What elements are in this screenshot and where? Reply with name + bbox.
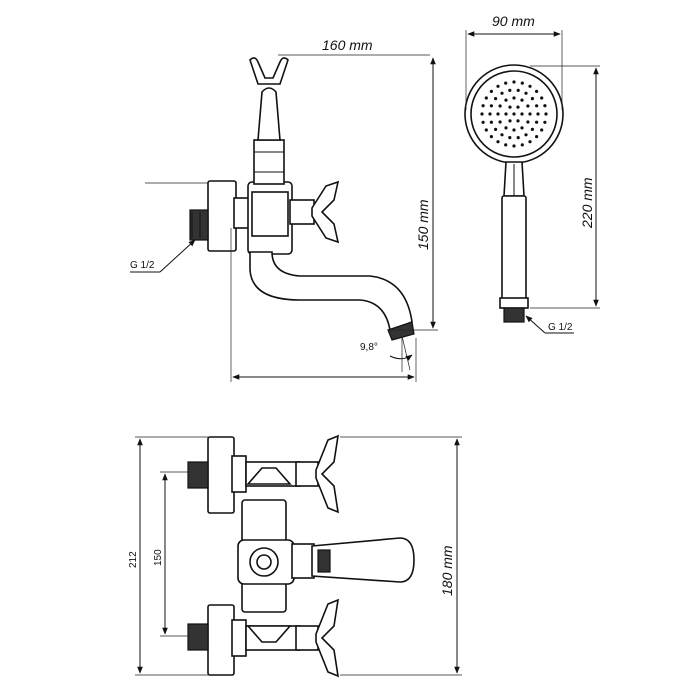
hand-shower (464, 64, 564, 323)
nozzle-dot (504, 143, 508, 147)
nozzle-dot (528, 84, 532, 88)
nozzle-dot (535, 135, 539, 139)
nozzle-dot (488, 112, 492, 116)
nozzle-dot (489, 104, 493, 108)
nozzle-dot (535, 89, 539, 93)
front-view-mixer (145, 57, 415, 341)
nozzle-dot (520, 81, 524, 85)
nozzle-dot (520, 112, 524, 116)
dim-shower-length: 220 mm (579, 177, 595, 229)
nozzle-dot (481, 104, 485, 108)
nozzle-dot (504, 81, 508, 85)
nozzle-dot (530, 127, 535, 131)
nozzle-dot (494, 97, 498, 101)
nozzle-dot (494, 127, 498, 131)
nozzle-dot (516, 105, 520, 109)
nozzle-dot (526, 104, 530, 108)
nozzle-dot (508, 88, 512, 92)
nozzle-dot (498, 120, 502, 124)
dim-top-view-depth: 180 mm (439, 545, 455, 596)
front-view-dimensions: 160 mm 150 mm G 1/2 9,8° (130, 37, 438, 382)
nozzle-dot (543, 104, 547, 108)
nozzle-dot (489, 89, 493, 93)
nozzle-dot (528, 112, 532, 116)
nozzle-dot (484, 128, 488, 132)
nozzle-dot (530, 97, 535, 101)
dim-inlet-thread-shower: G 1/2 (548, 322, 573, 333)
nozzle-dot (512, 96, 516, 100)
nozzle-dot (540, 128, 544, 132)
nozzle-dot (524, 91, 528, 95)
dim-centre-distance: 150 (153, 549, 164, 566)
nozzle-dot (496, 84, 500, 88)
nozzle-dot (535, 120, 539, 124)
nozzle-dot (540, 96, 544, 100)
top-view-mixer (187, 434, 415, 678)
nozzle-dot (516, 119, 520, 123)
dim-overall-width: 212 (128, 551, 139, 568)
dim-spout-height: 150 mm (415, 199, 431, 250)
nozzle-dot (508, 136, 512, 140)
nozzle-dot (528, 140, 532, 144)
nozzle-dot (504, 126, 508, 130)
nozzle-dot (480, 112, 484, 116)
nozzle-dot (516, 136, 520, 140)
dim-spout-reach: 160 mm (322, 37, 373, 53)
nozzle-dot (524, 133, 528, 137)
dim-spout-angle: 9,8° (360, 342, 378, 353)
nozzle-dot (543, 120, 547, 124)
nozzle-dot (489, 135, 493, 139)
nozzle-dot (536, 112, 540, 116)
nozzle-dot (516, 88, 520, 92)
hand-shower-dimensions: 90 mm 220 mm G 1/2 (465, 13, 600, 334)
nozzle-dot (512, 80, 516, 84)
nozzle-dot (481, 120, 485, 124)
nozzle-dot (544, 112, 548, 116)
nozzle-dot (520, 126, 524, 130)
nozzle-dot (504, 98, 508, 102)
nozzle-dot (504, 112, 508, 116)
shower-nozzles (480, 80, 548, 148)
nozzle-dot (500, 133, 504, 137)
nozzle-dot (520, 143, 524, 147)
nozzle-dot (512, 112, 516, 116)
nozzle-dot (508, 119, 512, 123)
nozzle-dot (489, 120, 493, 124)
nozzle-dot (535, 104, 539, 108)
nozzle-dot (484, 96, 488, 100)
nozzle-dot (526, 120, 530, 124)
nozzle-dot (500, 91, 504, 95)
nozzle-dot (496, 112, 500, 116)
nozzle-dot (512, 128, 516, 132)
nozzle-dot (508, 105, 512, 109)
top-view-dimensions: 212 150 180 mm (128, 436, 462, 676)
nozzle-dot (498, 104, 502, 108)
nozzle-dot (512, 144, 516, 148)
nozzle-dot (520, 98, 524, 102)
dim-shower-head-width: 90 mm (492, 13, 535, 29)
nozzle-dot (496, 140, 500, 144)
dim-inlet-thread-left: G 1/2 (130, 260, 155, 271)
